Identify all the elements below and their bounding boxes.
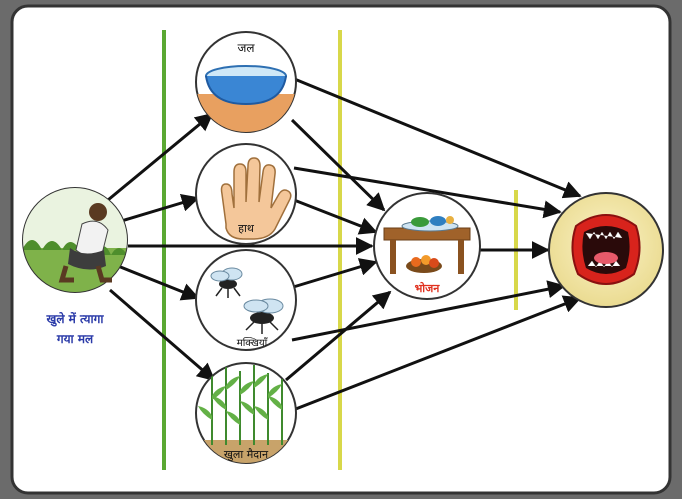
water-label: जल <box>237 41 255 55</box>
arrow-source-to-hands <box>117 194 200 224</box>
arrow-source-to-water <box>107 112 214 202</box>
food-table-icon <box>383 216 471 274</box>
fly-icon <box>243 298 284 334</box>
node-hands: हाथ <box>195 143 297 245</box>
arrow-field-to-food <box>285 290 392 382</box>
food-label: भोजन <box>415 281 441 295</box>
node-field: खुला मैदान <box>195 362 297 464</box>
arrows <box>107 76 582 414</box>
node-mouth <box>548 192 664 308</box>
arrow-flies-to-mouth <box>291 280 566 342</box>
hand-icon <box>220 157 292 240</box>
arrow-hands-to-food <box>293 198 378 235</box>
hands-label: हाथ <box>238 222 255 235</box>
water-bowl-icon <box>205 65 287 106</box>
arrow-water-to-food <box>290 118 386 212</box>
field-label: खुला मैदान <box>224 448 269 461</box>
source-caption-line1: खुले में त्यागा <box>46 312 105 327</box>
flies-label: मक्खियाँ <box>237 337 269 349</box>
squatting-person-icon <box>58 203 112 283</box>
node-water: जल <box>195 31 297 133</box>
node-food: भोजन <box>373 192 481 300</box>
arrow-flies-to-food <box>289 258 378 290</box>
node-flies: मक्खियाँ <box>195 249 297 351</box>
arrow-hands-to-mouth <box>293 166 562 219</box>
fly-icon <box>210 267 243 298</box>
source-caption-line2: गया मल <box>56 332 94 346</box>
arrow-field-to-mouth <box>287 295 582 414</box>
open-mouth-icon <box>571 214 641 285</box>
arrow-water-to-mouth <box>291 76 582 199</box>
arrow-source-to-flies <box>117 264 200 301</box>
arrow-source-to-field <box>109 288 216 382</box>
